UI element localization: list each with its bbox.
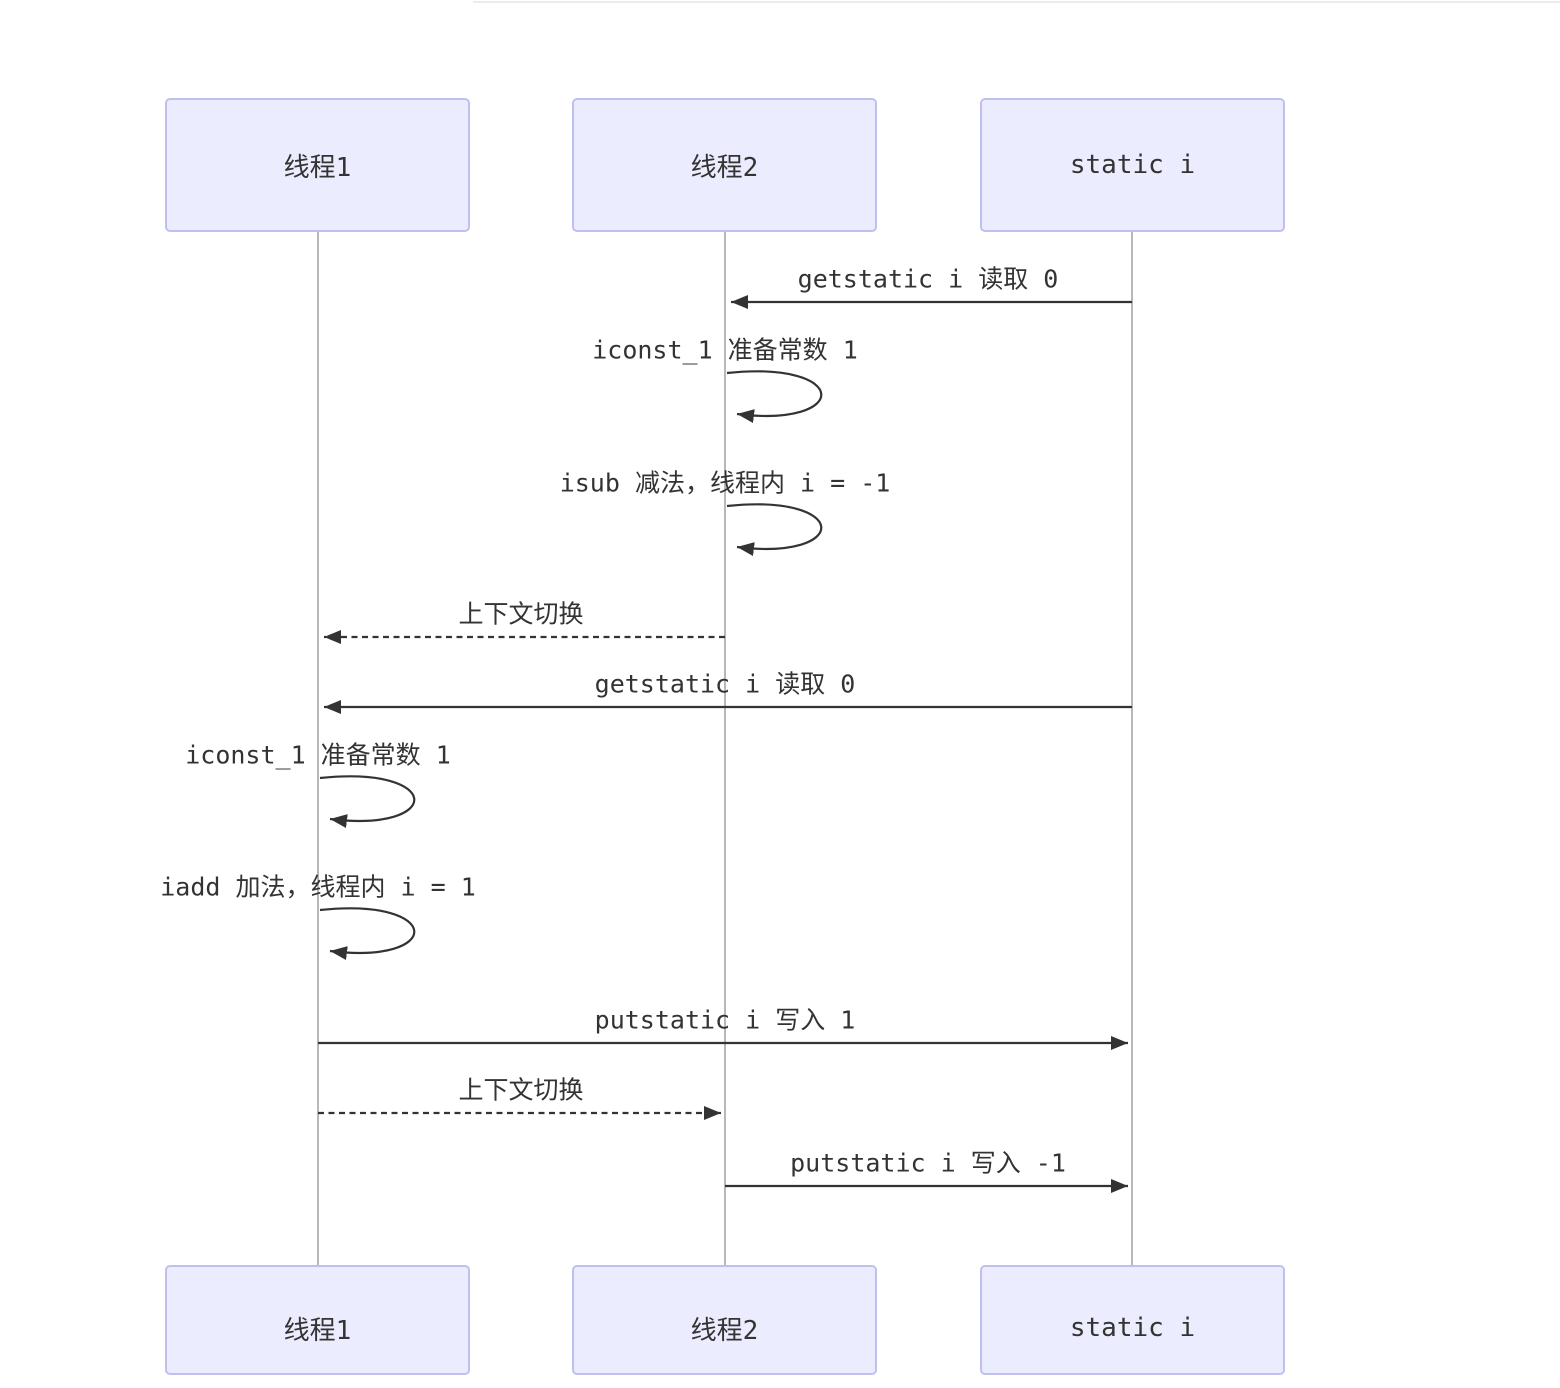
actor-box-static-i-top: static i <box>980 98 1285 232</box>
top-panel-edge <box>473 0 1560 3</box>
message-label-context-switch-1: 上下文切换 <box>458 599 584 629</box>
message-label-context-switch-2: 上下文切换 <box>458 1075 584 1105</box>
actor-label: static i <box>1069 1313 1196 1343</box>
selfloop-isub-thread2 <box>726 503 823 557</box>
actor-box-thread2-bottom: 线程2 <box>572 1265 877 1375</box>
actor-box-static-i-bottom: static i <box>980 1265 1285 1375</box>
message-label-iadd: iadd 加法，线程内 i = 1 <box>160 872 476 902</box>
actor-label: 线程2 <box>690 152 759 183</box>
selfloop-iconst1-thread1 <box>319 775 416 829</box>
message-label-iconst1-thread1: iconst_1 准备常数 1 <box>185 740 451 770</box>
message-label-putstatic-1: putstatic i 写入 1 <box>594 1005 856 1035</box>
actor-box-thread2-top: 线程2 <box>572 98 877 232</box>
actor-box-thread1-top: 线程1 <box>165 98 470 232</box>
actor-label: 线程2 <box>690 1315 759 1346</box>
message-label-iconst1-thread2: iconst_1 准备常数 1 <box>592 335 858 365</box>
message-label-isub: isub 减法，线程内 i = -1 <box>559 468 891 498</box>
message-label-getstatic-1: getstatic i 读取 0 <box>594 669 856 699</box>
message-label-getstatic-0: getstatic i 读取 0 <box>797 264 1059 294</box>
actor-box-thread1-bottom: 线程1 <box>165 1265 470 1375</box>
message-label-putstatic-neg1: putstatic i 写入 -1 <box>790 1148 1066 1178</box>
selfloop-iconst1-thread2 <box>726 370 823 424</box>
selfloop-iadd-thread1 <box>319 907 416 961</box>
actor-label: static i <box>1069 150 1196 180</box>
actor-label: 线程1 <box>283 152 352 183</box>
actor-label: 线程1 <box>283 1315 352 1346</box>
